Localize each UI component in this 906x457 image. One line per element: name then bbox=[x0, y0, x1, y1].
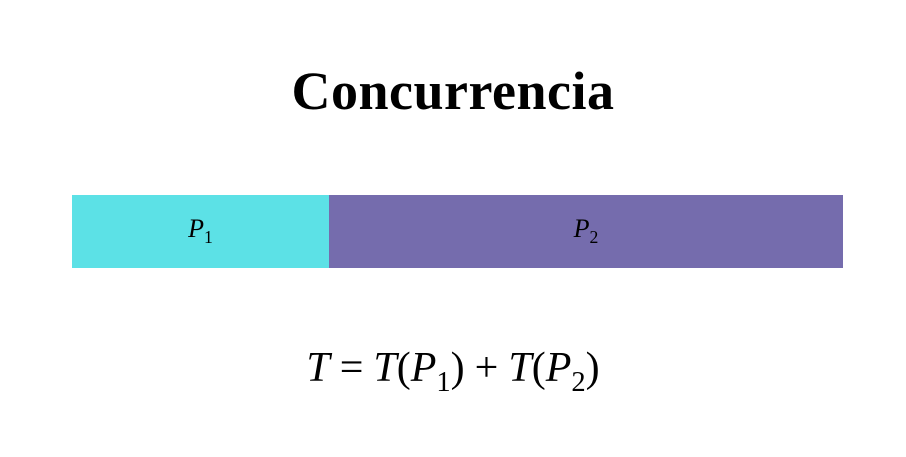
diagram-title: Concurrencia bbox=[291, 61, 615, 121]
total-time-formula: T=T(P1)+T(P2) bbox=[306, 345, 600, 398]
formula-term1-func: T bbox=[373, 345, 397, 391]
segment-p1: P1 bbox=[72, 195, 329, 268]
formula-equals: = bbox=[339, 345, 364, 391]
formula-plus: + bbox=[474, 345, 499, 391]
formula-term1-subscript: 1 bbox=[436, 366, 451, 398]
process-timeline: P1 P2 bbox=[72, 195, 843, 268]
segment-p1-label: P1 bbox=[188, 214, 213, 248]
formula-term2-symbol: P bbox=[545, 345, 572, 391]
formula-term2-subscript: 2 bbox=[571, 366, 586, 398]
formula-term1-symbol: P bbox=[410, 345, 437, 391]
segment-p2: P2 bbox=[329, 195, 843, 268]
segment-p2-label: P2 bbox=[573, 214, 599, 248]
formula-term2-func: T bbox=[508, 345, 532, 391]
formula-lhs: T bbox=[306, 345, 330, 391]
